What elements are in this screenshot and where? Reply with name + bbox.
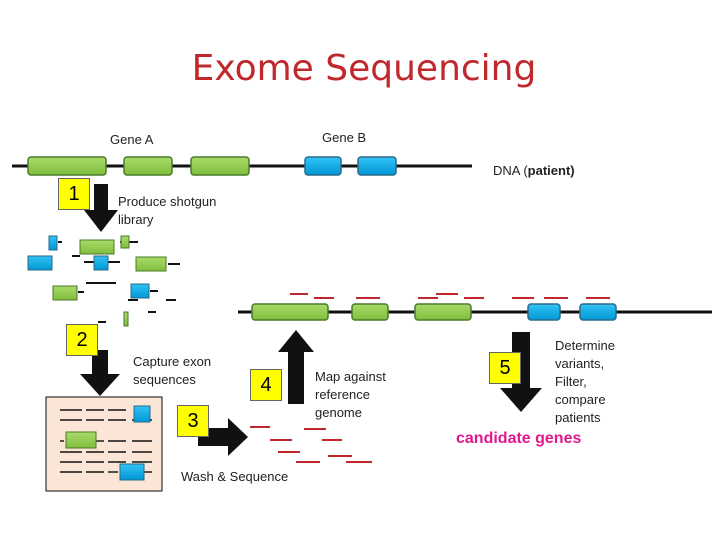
step4-line3: genome [315, 405, 362, 420]
step-3-badge: 3 [177, 405, 209, 437]
step1-arrow [84, 184, 118, 232]
sequenced-reads [250, 426, 372, 463]
step4-line1: Map against [315, 369, 386, 384]
gene-a-exon-2 [123, 156, 173, 176]
gene-b-exon-1 [304, 156, 342, 176]
dna-patient-label: DNA (patient) [493, 162, 575, 180]
candidate-genes-label: candidate genes [456, 430, 582, 447]
gene-a-label: Gene A [110, 132, 154, 147]
step-5-badge: 5 [489, 352, 521, 384]
step5-line3: Filter, [555, 374, 587, 389]
shotgun-library [58, 241, 180, 323]
page-title: Exome Sequencing [191, 48, 537, 89]
step4-line2: reference [315, 387, 370, 402]
step-2-badge: 2 [66, 324, 98, 356]
gene-b-exon-2 [357, 156, 397, 176]
step1-text: Produce shotgun library [118, 193, 216, 229]
step5-line2: variants, [555, 356, 605, 371]
step2-arrow [80, 350, 120, 396]
dna-patient: patient) [527, 163, 575, 178]
reference-genome [238, 293, 712, 321]
shotgun-fragments-exons [27, 235, 167, 327]
step5-line4: compare [555, 392, 606, 407]
step5-text: Determine variants, Filter, compare pati… [555, 337, 615, 427]
step4-arrow [278, 330, 314, 404]
gene-b-label: Gene B [322, 130, 367, 145]
step1-line1: Produce shotgun [118, 194, 217, 209]
step2-text: Capture exon sequences [133, 353, 211, 389]
step2-line1: Capture exon [133, 354, 212, 369]
step-4-badge: 4 [250, 369, 282, 401]
step2-line2: sequences [133, 372, 196, 387]
capture-tube [45, 396, 163, 492]
dna-prefix: DNA ( [493, 163, 528, 178]
step5-line5: patients [555, 410, 601, 425]
patient-dna [12, 156, 472, 176]
step5-line1: Determine [555, 338, 615, 353]
step4-text: Map against reference genome [315, 368, 386, 422]
gene-a-exon-1 [27, 156, 107, 176]
step3-text: Wash & Sequence [181, 469, 289, 484]
step1-line2: library [118, 212, 154, 227]
gene-a-exon-3 [190, 156, 250, 176]
step-1-badge: 1 [58, 178, 90, 210]
